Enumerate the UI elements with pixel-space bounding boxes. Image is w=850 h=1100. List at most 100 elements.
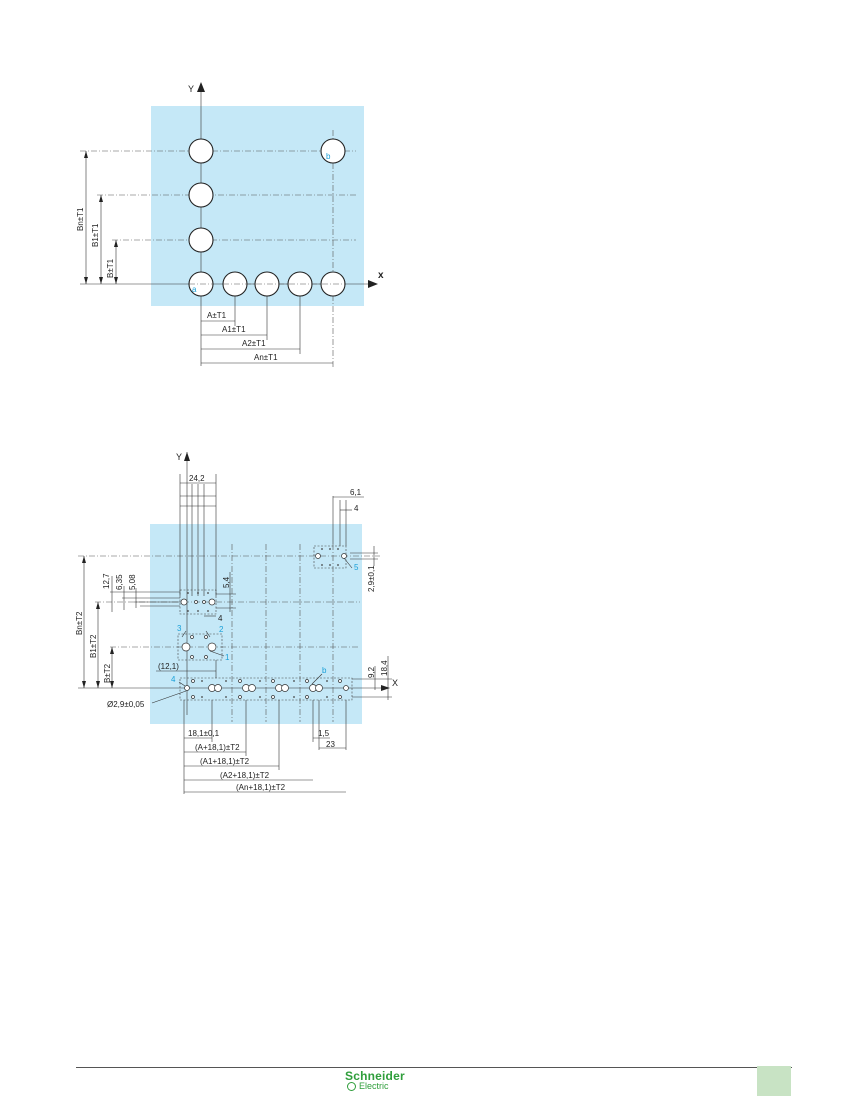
dim-arrow — [96, 602, 100, 609]
pin-hole — [191, 679, 195, 683]
pin-hole — [305, 679, 309, 683]
pin-hole — [271, 695, 275, 699]
callout-leader — [343, 557, 353, 569]
pin-hole — [207, 642, 217, 652]
diagram-1: Y x a b Bn±T1 B1±T1 — [76, 82, 384, 368]
diagram2-panel — [150, 524, 362, 724]
diagram-2: Y X 6,1 4 2,9±0,1 5 — [75, 452, 398, 794]
pin-dot — [187, 592, 189, 594]
dim-label-9-2: 9,2 — [367, 666, 376, 678]
pin-hole — [190, 655, 194, 659]
dim-label-b-2: B±T2 — [103, 663, 112, 683]
diagram2-x-arrow — [381, 685, 390, 691]
pin-hole — [343, 685, 349, 691]
pin-dot — [321, 548, 323, 550]
footer-rule — [76, 1067, 792, 1068]
connector-strip-bottom — [179, 677, 353, 701]
pin-dot — [225, 680, 227, 682]
pin-dot — [225, 696, 227, 698]
dim-arrow — [99, 277, 103, 284]
callout-leader — [181, 630, 187, 638]
pin-hole — [208, 598, 216, 606]
pin-dot — [337, 548, 339, 550]
callout-12-1: (12,1) — [158, 662, 179, 671]
pin-hole — [202, 600, 206, 604]
pin-hole — [248, 684, 256, 692]
callout-3: 3 — [177, 624, 182, 633]
dim-label-bn2: Bn±T2 — [75, 611, 84, 635]
pin-dot — [337, 564, 339, 566]
dim-label-b: B±T1 — [106, 258, 115, 278]
diagram2-y-label: Y — [176, 452, 182, 462]
dim-arrow — [84, 151, 88, 158]
dim-arrow — [110, 681, 114, 688]
pin-dot — [201, 696, 203, 698]
callout-5: 5 — [354, 563, 359, 572]
callout-leader — [205, 630, 211, 638]
pin-dot — [293, 696, 295, 698]
diagram1-y-label: Y — [188, 84, 194, 94]
pin-hole — [181, 642, 191, 652]
diagram2-y-arrow — [184, 452, 190, 461]
pin-hole — [204, 635, 208, 639]
diagram1-hole — [188, 182, 214, 208]
callout-diameter: Ø2,9±0,05 — [107, 700, 145, 709]
callout-4: 4 — [171, 675, 176, 684]
diagram2-x-label: X — [392, 678, 398, 688]
diagram1-y-arrow — [197, 82, 205, 92]
callout-leader — [178, 681, 186, 687]
pin-hole — [204, 655, 208, 659]
hole-b-label: b — [326, 152, 331, 161]
dim-label-bn: Bn±T1 — [76, 207, 85, 231]
diagram1-hole — [320, 138, 346, 164]
pin-dot — [259, 696, 261, 698]
pin-hole — [271, 679, 275, 683]
callout-leader — [151, 690, 187, 704]
pin-dot — [326, 680, 328, 682]
schneider-electric-logo: Schneider Electric — [345, 1069, 415, 1093]
dim-label-a2-18-1: (A2+18,1)±T2 — [220, 771, 270, 780]
pin-dot — [201, 680, 203, 682]
connector-block-middle — [177, 633, 223, 661]
logo-brand: Schneider — [345, 1069, 405, 1083]
dim-label-12-7: 12,7 — [102, 573, 111, 589]
dim-label-a-18-1: (A+18,1)±T2 — [195, 743, 240, 752]
dim-label-a2: A2±T1 — [242, 339, 266, 348]
dim-label-b1-2: B1±T2 — [89, 634, 98, 658]
dim-arrow — [114, 240, 118, 247]
pin-hole — [281, 684, 289, 692]
pin-dot — [329, 564, 331, 566]
pin-hole — [180, 598, 188, 606]
pin-hole — [338, 679, 342, 683]
dim-label-18-4: 18,4 — [380, 660, 389, 676]
pin-hole — [190, 635, 194, 639]
pin-dot — [293, 680, 295, 682]
pin-dot — [321, 564, 323, 566]
pin-hole — [214, 684, 222, 692]
pin-hole — [191, 695, 195, 699]
hole-b-label-2: b — [322, 666, 327, 675]
pin-dot — [259, 680, 261, 682]
pin-hole — [305, 695, 309, 699]
callout-leader — [311, 673, 323, 685]
logo-mark-icon — [347, 1082, 356, 1091]
dim-label-5-4: 5,4 — [222, 576, 231, 588]
diagram1-x-label: x — [378, 270, 384, 281]
dim-arrow — [114, 277, 118, 284]
pin-dot — [326, 696, 328, 698]
dim-label-4-top: 4 — [354, 504, 359, 513]
diagram1-hole — [188, 227, 214, 253]
pin-hole — [315, 684, 323, 692]
diagram1-hole — [188, 138, 214, 164]
callout-leader — [209, 650, 225, 657]
pin-hole — [338, 695, 342, 699]
pin-hole — [315, 553, 321, 559]
hole-a-label: a — [192, 285, 197, 294]
dim-label-2-9: 2,9±0,1 — [367, 565, 376, 592]
pin-hole — [238, 679, 242, 683]
dim-label-6-35: 6,35 — [115, 574, 124, 590]
dim-label-a1: A1±T1 — [222, 325, 246, 334]
dim-label-an: An±T1 — [254, 353, 278, 362]
callout-2: 2 — [219, 625, 224, 634]
